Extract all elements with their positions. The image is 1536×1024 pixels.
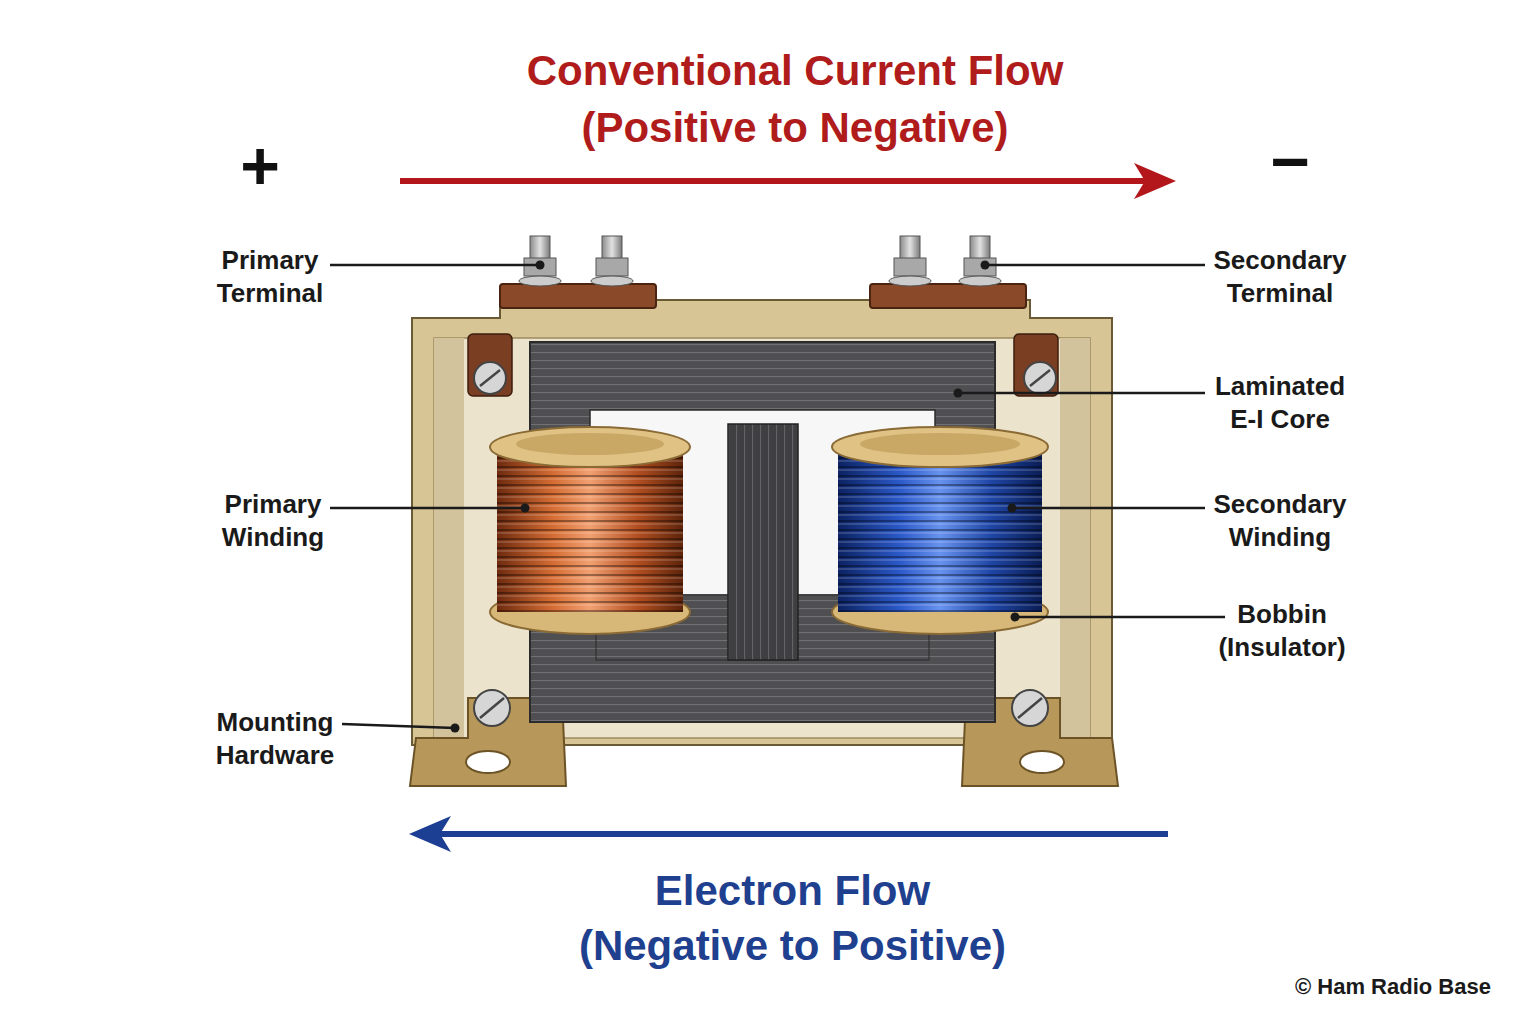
arrow-shaft <box>400 178 1145 184</box>
leader-dot <box>954 389 963 398</box>
leader-dot <box>521 504 530 513</box>
bolt-washer <box>591 276 633 286</box>
bolt-nut <box>894 258 926 276</box>
part-label: Laminated E-I Core <box>1200 370 1360 437</box>
bolt-washer <box>889 276 931 286</box>
leader-dot <box>1011 613 1020 622</box>
winding-turns <box>497 452 683 612</box>
secondary-coil <box>832 427 1048 634</box>
screw-slot <box>1030 370 1050 386</box>
bobbin-flange <box>832 427 1048 467</box>
electron-flow-arrow <box>409 816 1168 852</box>
bolt-washer <box>959 276 1001 286</box>
screw-head <box>1012 690 1048 726</box>
mounting-hole <box>466 751 510 773</box>
polarity-sign: + <box>225 128 295 203</box>
screw-slot <box>480 698 504 718</box>
housing-frame <box>412 300 1112 745</box>
leader-lines <box>330 265 1225 728</box>
leader-dot <box>451 724 460 733</box>
terminal-clip <box>468 334 512 396</box>
leader-line <box>330 264 540 267</box>
leader-line <box>342 724 455 728</box>
primary-coil <box>490 427 690 634</box>
flow-heading: Conventional Current Flow (Positive to N… <box>515 42 1075 156</box>
part-label: Primary Terminal <box>190 244 350 311</box>
conventional-current-arrow <box>400 163 1176 199</box>
leader-line <box>1015 616 1225 619</box>
screw-slot <box>1018 698 1042 718</box>
bobbin-top <box>516 433 664 455</box>
screw-slot <box>480 370 500 386</box>
housing-wall <box>1060 338 1090 738</box>
leader-dot <box>536 261 545 270</box>
leader-dots <box>451 261 1020 733</box>
terminals <box>500 236 1026 308</box>
arrow-shaft <box>440 831 1168 837</box>
bolt-nut <box>964 258 996 276</box>
leader-dot <box>981 261 990 270</box>
bolt-washer <box>519 276 561 286</box>
screw-head <box>474 362 506 394</box>
leader-line <box>985 264 1205 267</box>
terminal-plate <box>870 284 1026 308</box>
polarity-sign: − <box>1255 124 1325 199</box>
terminal-bolt <box>959 236 1001 286</box>
arrow-head <box>1134 163 1176 199</box>
winding-body <box>838 452 1042 612</box>
winding-turns <box>838 452 1042 612</box>
leader-line <box>330 507 525 510</box>
housing-wall <box>434 338 464 738</box>
housing-inner <box>434 338 1090 738</box>
screws <box>474 362 1056 726</box>
flow-heading: Electron Flow (Negative to Positive) <box>565 864 1020 973</box>
leader-dot <box>1008 504 1017 513</box>
leader-line <box>958 392 1205 395</box>
part-label: Secondary Terminal <box>1200 244 1360 311</box>
screw-head <box>474 690 510 726</box>
part-label: Mounting Hardware <box>195 706 355 773</box>
core-center-leg <box>728 424 798 660</box>
watermark: © Ham Radio Base <box>1295 974 1530 1000</box>
bobbin-flange <box>490 427 690 467</box>
arrow-head <box>409 816 451 852</box>
part-label: Secondary Winding <box>1200 488 1360 555</box>
terminal-bolt <box>889 236 931 286</box>
housing <box>410 300 1118 786</box>
winding-body <box>497 452 683 612</box>
bobbin-top <box>860 433 1020 455</box>
mounting-hole <box>1020 751 1064 773</box>
part-label: Bobbin (Insulator) <box>1202 598 1362 665</box>
terminal-plate <box>500 284 656 308</box>
bolt-nut <box>524 258 556 276</box>
part-label: Primary Winding <box>193 488 353 555</box>
terminal-clip <box>1014 334 1058 396</box>
screw-head <box>1024 362 1056 394</box>
terminal-bolt <box>519 236 561 286</box>
terminal-bolt <box>591 236 633 286</box>
bolt-nut <box>596 258 628 276</box>
leader-line <box>1012 507 1205 510</box>
